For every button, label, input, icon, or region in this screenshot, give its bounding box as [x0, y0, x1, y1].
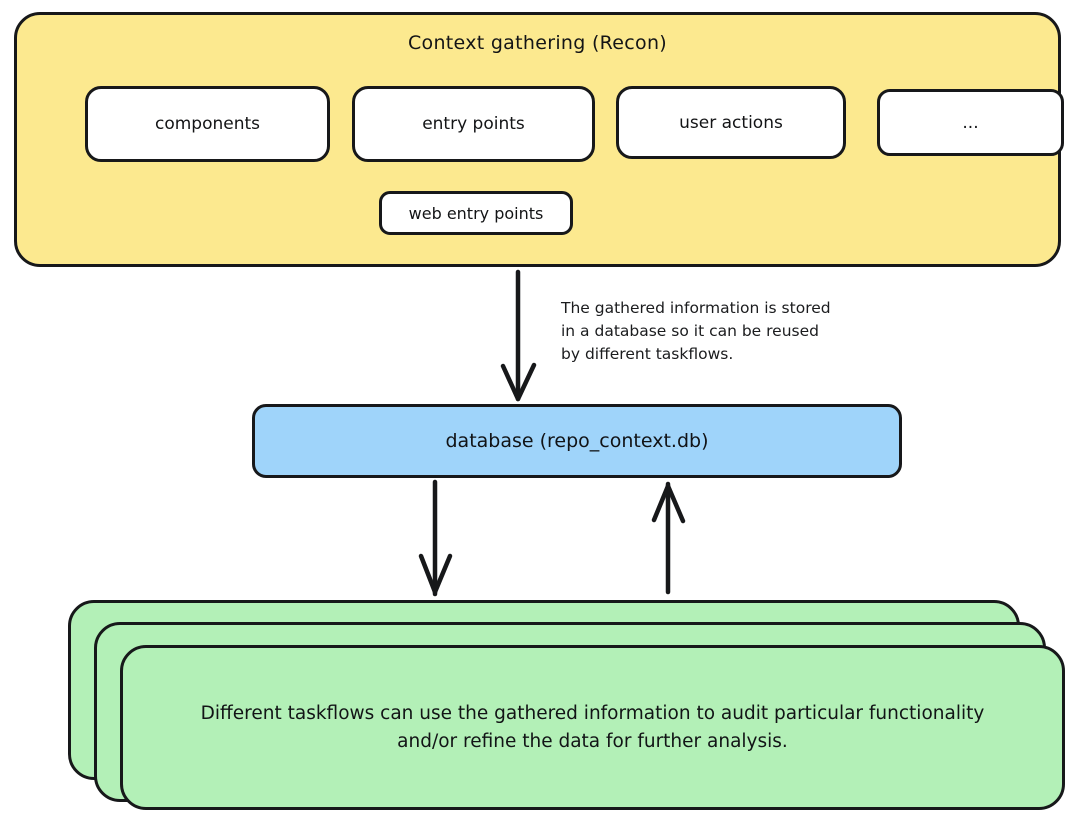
recon-panel: Context gathering (Recon) components ent… [14, 12, 1064, 267]
arrow-database-to-taskflows [418, 479, 453, 597]
recon-item-components[interactable]: components [85, 86, 330, 162]
recon-item-web-entry-points-label: web entry points [408, 203, 544, 223]
recon-item-user-actions-label: user actions [679, 112, 783, 133]
recon-item-web-entry-points[interactable]: web entry points [379, 191, 573, 235]
recon-item-user-actions[interactable]: user actions [616, 86, 846, 159]
annotation-note: The gathered information is stored in a … [561, 299, 831, 363]
recon-item-entry-points[interactable]: entry points [352, 86, 595, 162]
database-node[interactable]: database (repo_context.db) [252, 404, 902, 478]
arrow-recon-to-database [500, 269, 537, 402]
taskflow-card-text: Different taskflows can use the gathered… [200, 702, 985, 752]
recon-item-more-label: ... [962, 112, 979, 133]
recon-item-more[interactable]: ... [877, 89, 1064, 156]
taskflow-card-front[interactable]: Different taskflows can use the gathered… [120, 645, 1065, 810]
recon-item-entry-points-label: entry points [422, 114, 525, 134]
arrow-taskflows-to-database [651, 481, 686, 595]
recon-panel-title: Context gathering (Recon) [407, 32, 668, 54]
database-node-label: database (repo_context.db) [445, 430, 709, 452]
recon-item-components-label: components [154, 114, 261, 134]
